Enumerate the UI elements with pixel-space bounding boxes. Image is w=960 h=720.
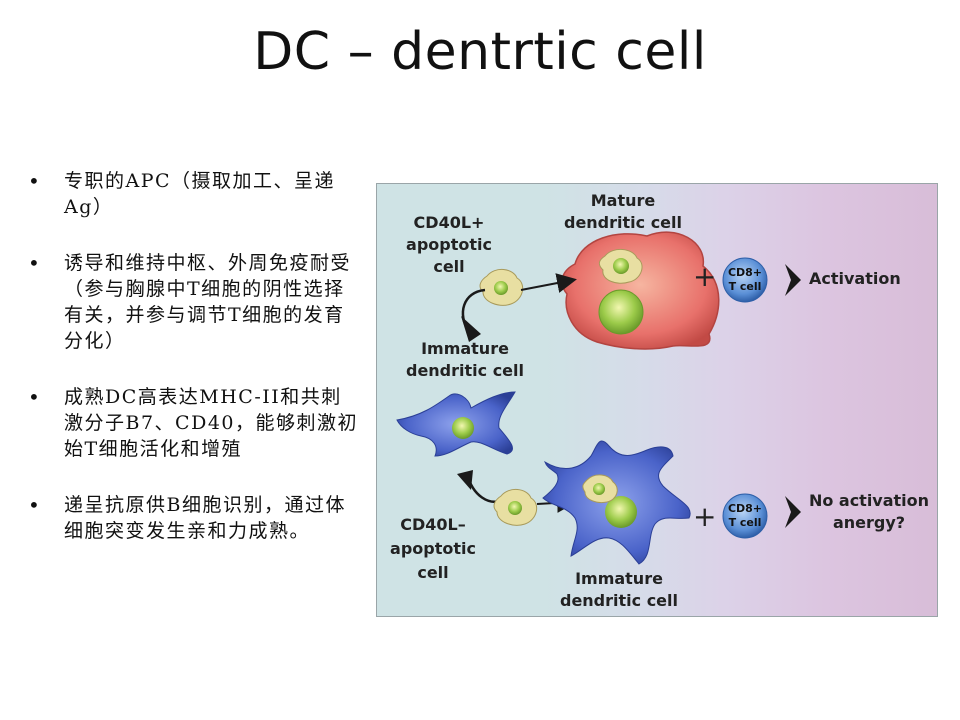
arrow-to-mature xyxy=(520,273,577,293)
mature-dc-label-2: dendritic cell xyxy=(564,213,682,232)
bullet-list: • 专职的APC（摄取加工、呈递Ag） • 诱导和维持中枢、外周免疫耐受（参与胸腺中… xyxy=(28,168,358,574)
t-cell-top-label: CD8+ xyxy=(728,266,762,279)
plus-bottom: + xyxy=(693,500,716,533)
bullet-item: • 成熟DC高表达MHC-II和共刺激分子B7、CD40，能够刺激初始T细胞活化和… xyxy=(28,384,358,462)
bullet-dot: • xyxy=(28,251,42,275)
chevron-right-icon-bottom xyxy=(785,496,801,528)
page-title: DC – dentrtic cell xyxy=(253,22,707,82)
t-cell-top xyxy=(722,257,768,303)
bullet-dot: • xyxy=(28,493,42,517)
apoptotic-cell-top-nucleus xyxy=(494,281,508,295)
bullet-dot: • xyxy=(28,385,42,409)
immature-bottom-label-1: Immature xyxy=(575,569,663,588)
cd40l-pos-label-1: CD40L+ xyxy=(414,213,485,232)
mature-cell-nucleus xyxy=(598,289,644,335)
bullet-dot: • xyxy=(28,169,42,193)
mature-dc-label-1: Mature xyxy=(591,191,656,210)
immature-bottom-apoptotic-nucleus xyxy=(593,483,605,495)
cd40l-neg-label-2: apoptotic xyxy=(390,539,476,558)
t-cell-bottom-label: CD8+ xyxy=(728,502,762,515)
curved-arrow-top-head xyxy=(461,316,481,342)
activation-label: Activation xyxy=(809,269,901,288)
chevron-right-icon-top xyxy=(785,264,801,296)
dendritic-cell-figure: + + CD8+ T cell CD8+ T cell Mature dendr… xyxy=(376,183,938,617)
figure-svg: + + CD8+ T cell CD8+ T cell Mature dendr… xyxy=(390,191,929,610)
no-activation-label-1: No activation xyxy=(809,491,929,510)
t-cell-bottom xyxy=(722,493,768,539)
curved-arrow-bottom xyxy=(465,473,504,503)
immature-bottom-label-2: dendritic cell xyxy=(560,591,678,610)
bullet-item: • 专职的APC（摄取加工、呈递Ag） xyxy=(28,168,358,220)
mature-cell-apoptotic-nucleus xyxy=(613,258,629,274)
immature-top-label-1: Immature xyxy=(421,339,509,358)
bullet-text: 成熟DC高表达MHC-II和共刺激分子B7、CD40，能够刺激初始T细胞活化和增… xyxy=(64,386,358,460)
cd40l-neg-label-3: cell xyxy=(417,563,448,582)
bullet-text: 诱导和维持中枢、外周免疫耐受（参与胸腺中T细胞的阴性选择有关，并参与调节T细胞的… xyxy=(64,252,352,352)
cd40l-pos-label-3: cell xyxy=(433,257,464,276)
cd40l-neg-label-1: CD40L– xyxy=(400,515,465,534)
bullet-item: • 递呈抗原供B细胞识别，通过体细胞突变发生亲和力成熟。 xyxy=(28,492,358,544)
t-cell-top-label2: T cell xyxy=(729,280,762,293)
bullet-text: 递呈抗原供B细胞识别，通过体细胞突变发生亲和力成熟。 xyxy=(64,494,346,542)
curved-arrow-bottom-head xyxy=(457,470,473,490)
plus-top: + xyxy=(693,260,716,293)
t-cell-bottom-label2: T cell xyxy=(729,516,762,529)
bullet-item: • 诱导和维持中枢、外周免疫耐受（参与胸腺中T细胞的阴性选择有关，并参与调节T细胞… xyxy=(28,250,358,354)
immature-bottom-nucleus xyxy=(605,496,637,528)
cd40l-pos-label-2: apoptotic xyxy=(406,235,492,254)
immature-top-label-2: dendritic cell xyxy=(406,361,524,380)
no-activation-label-2: anergy? xyxy=(833,513,905,532)
bullet-text: 专职的APC（摄取加工、呈递Ag） xyxy=(64,170,336,218)
apoptotic-cell-bottom-nucleus xyxy=(508,501,522,515)
immature-left-nucleus xyxy=(452,417,474,439)
